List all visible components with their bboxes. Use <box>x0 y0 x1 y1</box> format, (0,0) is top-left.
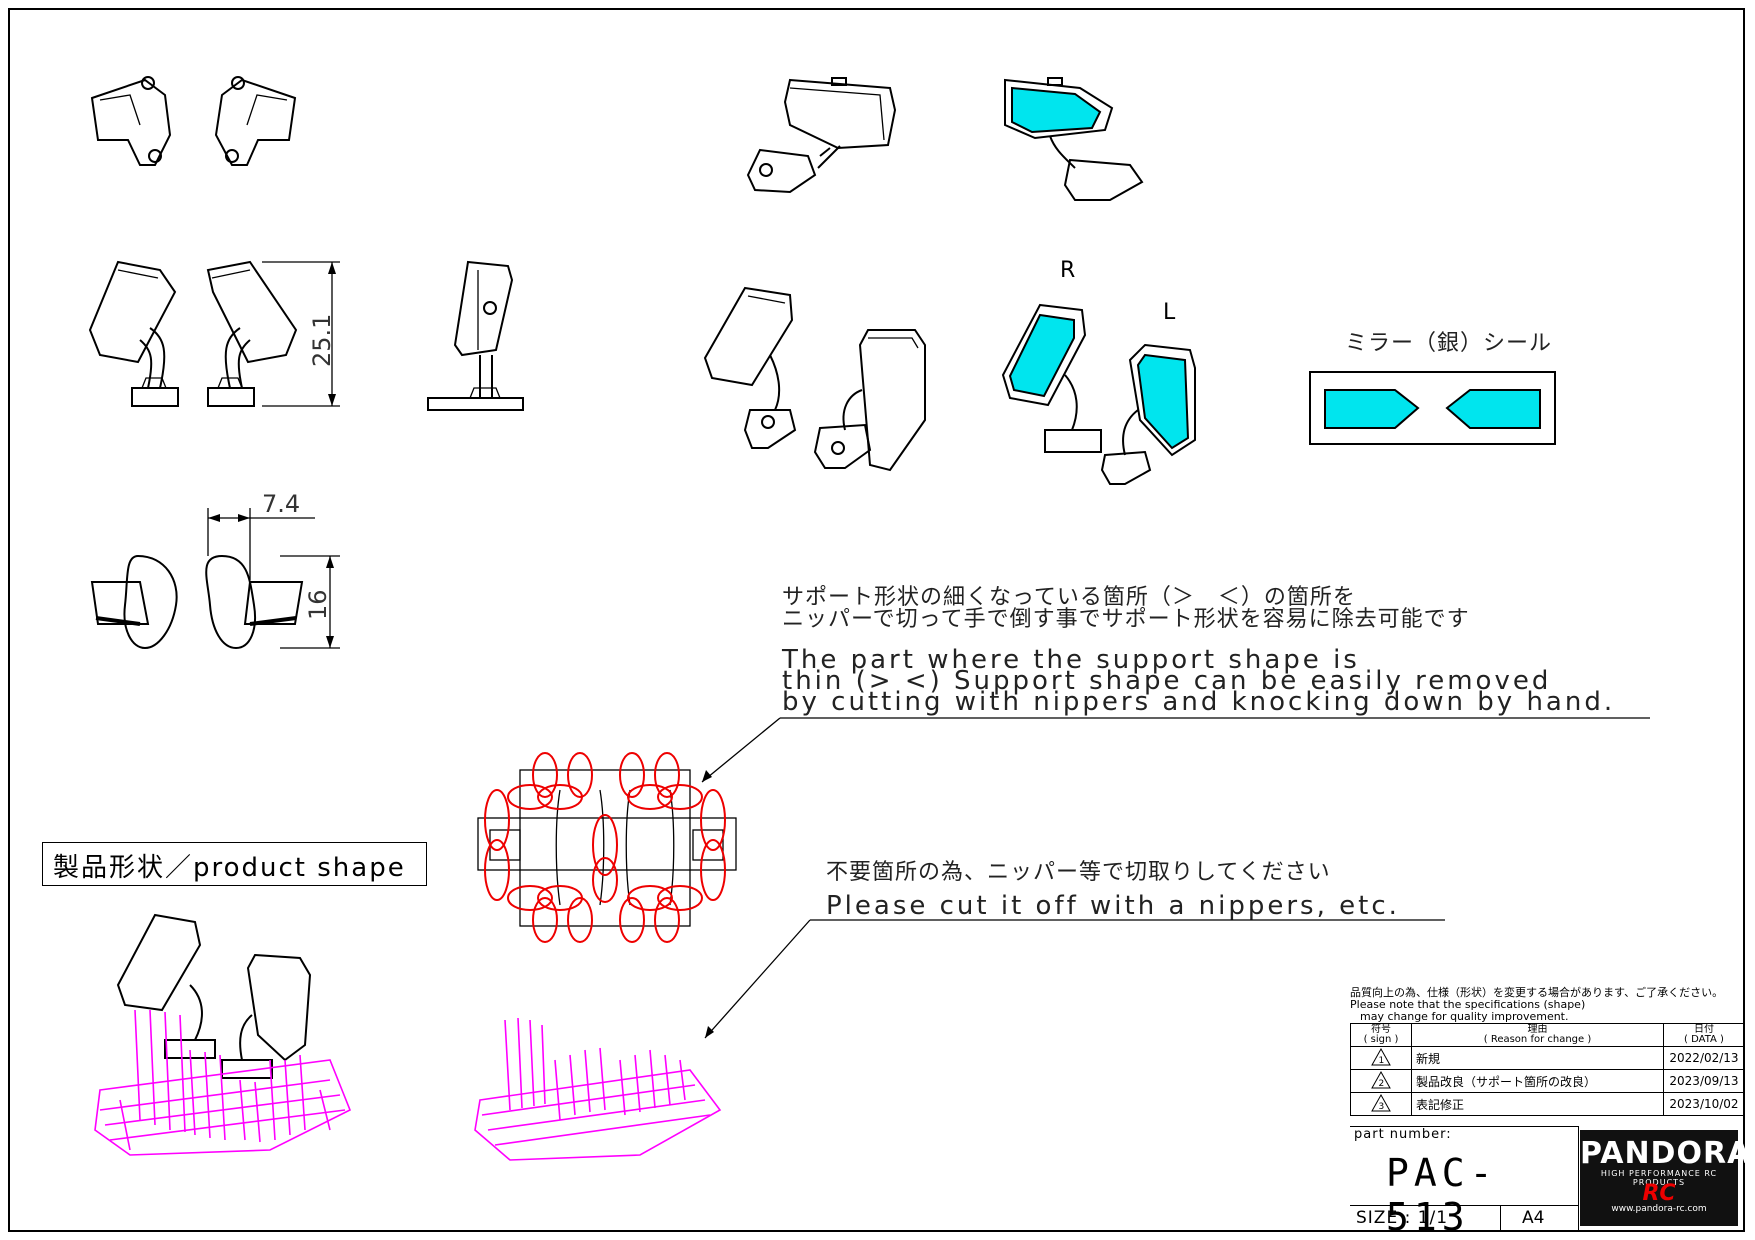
isometric-mirror-cyan <box>1004 77 1144 201</box>
revision-date: 2023/09/13 <box>1663 1069 1745 1093</box>
logo-rc: RC <box>1642 1181 1676 1206</box>
isometric-mirror-outline <box>746 77 897 194</box>
support-note-en-line1: The part where the support shape is <box>782 645 1360 675</box>
revision-reason: 新規 <box>1411 1046 1664 1070</box>
revision-table: 符号 ( sign ) 理由 ( Reason for change ) 日付 … <box>1350 1023 1745 1116</box>
support-note-jp-line1: サポート形状の細くなっている箇所（＞ ＜）の箇所を <box>782 585 1356 610</box>
revision-sign-icon: 2 <box>1350 1069 1412 1093</box>
depth-dimension-label: 16 <box>304 589 332 620</box>
notice-en-2: may change for quality improvement. <box>1360 1010 1569 1023</box>
col-sign-jp: 符号 <box>1371 1024 1391 1035</box>
part-number-label: part number: <box>1354 1127 1452 1142</box>
logo-tagline: HIGH PERFORMANCE RC PRODUCTS <box>1600 1169 1718 1187</box>
width-dimension-label: 7.4 <box>262 490 300 518</box>
sticker-label: ミラー（銀）シール <box>1345 331 1553 356</box>
col-reason-en: ( Reason for change ) <box>1483 1034 1592 1045</box>
height-dimension <box>262 261 340 407</box>
notice-en-1: Please note that the specifications (sha… <box>1350 998 1586 1011</box>
support-only-isometric <box>474 1017 722 1161</box>
logo-url: www.pandora-rc.com <box>1611 1204 1707 1214</box>
front-view-mirror-left <box>88 260 179 407</box>
top-view-mirror-right <box>214 76 297 166</box>
part-number: PAC-513 <box>1386 1151 1498 1239</box>
depth-dimension <box>280 555 340 649</box>
logo-brand: PANDORA <box>1580 1136 1752 1171</box>
revision-sign: 2 <box>1379 1079 1385 1089</box>
right-view-label: R <box>1060 258 1076 283</box>
col-reason-jp: 理由 <box>1527 1024 1548 1035</box>
size-row: SIZE : 1/1 A4 <box>1350 1205 1578 1232</box>
support-note-en: The part where the support shape is thin… <box>782 645 1616 717</box>
support-note-en-line3: by cutting with nippers and knocking dow… <box>782 687 1616 717</box>
col-sign: 符号 ( sign ) <box>1350 1023 1412 1047</box>
size-divider <box>1500 1205 1501 1231</box>
pandora-logo: PANDORA HIGH PERFORMANCE RC PRODUCTS RC … <box>1580 1130 1752 1226</box>
revision-reason: 製品改良（サポート箇所の改良） <box>1411 1069 1664 1093</box>
revision-sign: 1 <box>1379 1056 1385 1066</box>
bottom-view-mirror-right <box>205 554 304 650</box>
revision-date: 2022/02/13 <box>1663 1046 1745 1070</box>
leader-line-support <box>701 717 1650 783</box>
side-view-mirror <box>427 260 524 411</box>
front-view-mirror-right <box>206 260 298 407</box>
product-shape-isometric <box>94 913 352 1156</box>
cut-note-jp: 不要箇所の為、ニッパー等で切取りしてください <box>826 860 1331 885</box>
cut-note-en: Please cut it off with a nippers, etc. <box>826 891 1400 921</box>
revision-sign-icon: 3 <box>1350 1092 1412 1116</box>
title-block: 品質向上の為、仕様（形状）を変更する場合があります、ご了承ください。 Pleas… <box>1350 987 1745 1116</box>
col-date-jp: 日付 <box>1694 1024 1714 1035</box>
mirror-sticker <box>1309 371 1556 445</box>
isometric-pair-outline <box>703 286 926 472</box>
revision-sign: 3 <box>1379 1102 1385 1112</box>
notice-jp: 品質向上の為、仕様（形状）を変更する場合があります、ご了承ください。 <box>1350 986 1724 999</box>
col-date-en: ( DATA ) <box>1684 1034 1724 1045</box>
support-note-jp: サポート形状の細くなっている箇所（＞ ＜）の箇所を ニッパーで切って手で倒す事で… <box>782 587 1470 631</box>
revision-sign-icon: 1 <box>1350 1046 1412 1070</box>
isometric-pair-cyan <box>1001 303 1196 485</box>
support-note-en-line2: thin (> <) Support shape can be easily r… <box>782 666 1552 696</box>
leader-line-cut <box>704 919 1445 1039</box>
top-view-mirror-left <box>90 76 172 166</box>
revision-row: 3 表記修正 2023/10/02 <box>1350 1092 1745 1116</box>
revision-row: 1 新規 2022/02/13 <box>1350 1046 1745 1070</box>
support-block-topview <box>477 752 737 943</box>
size-label: SIZE : 1/1 <box>1356 1208 1449 1228</box>
bottom-view-mirror-left <box>90 554 178 650</box>
col-date: 日付 ( DATA ) <box>1663 1023 1745 1047</box>
drawing-frame <box>8 8 1745 1232</box>
width-dimension <box>207 508 315 580</box>
revision-reason: 表記修正 <box>1411 1092 1664 1116</box>
revision-header: 符号 ( sign ) 理由 ( Reason for change ) 日付 … <box>1350 1023 1745 1047</box>
left-view-label: L <box>1163 300 1176 325</box>
revision-row: 2 製品改良（サポート箇所の改良） 2023/09/13 <box>1350 1069 1745 1093</box>
part-number-box: part number: PAC-513 SIZE : 1/1 A4 <box>1350 1126 1579 1239</box>
paper-size: A4 <box>1522 1208 1545 1228</box>
col-reason: 理由 ( Reason for change ) <box>1411 1023 1664 1047</box>
product-shape-label: 製品形状／product shape <box>42 842 427 886</box>
support-note-jp-line2: ニッパーで切って手で倒す事でサポート形状を容易に除去可能です <box>782 607 1470 632</box>
height-dimension-label: 25.1 <box>308 314 336 367</box>
revision-date: 2023/10/02 <box>1663 1092 1745 1116</box>
col-sign-en: ( sign ) <box>1363 1034 1399 1045</box>
